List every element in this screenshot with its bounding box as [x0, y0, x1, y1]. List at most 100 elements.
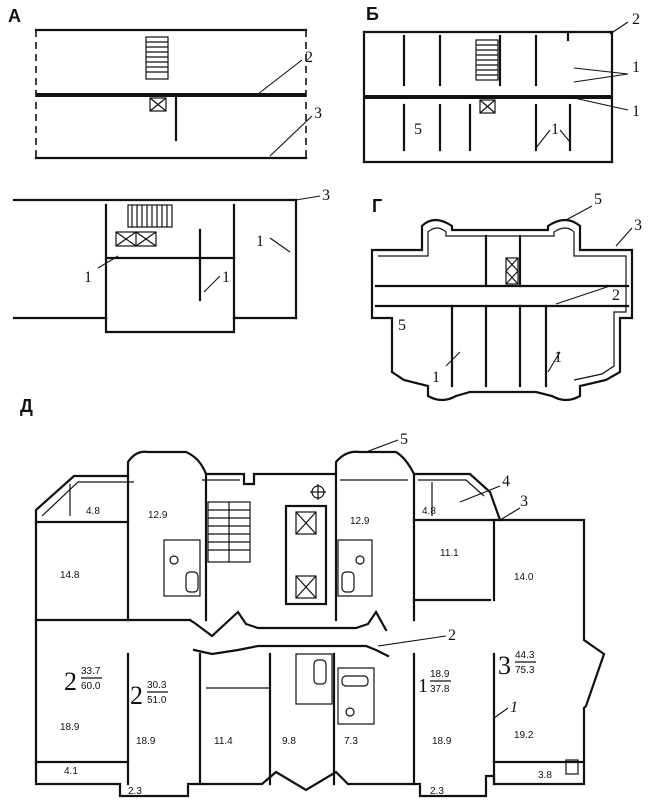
plan-d-callout-3: 3 — [520, 493, 528, 510]
plan-g-callout-2: 2 — [612, 287, 620, 304]
room-area: 19.2 — [514, 730, 534, 741]
plan-b-callout-1-lower: 1 — [551, 121, 559, 138]
apartment-total-area: 51.0 — [147, 695, 167, 706]
apartment-rooms: 2 — [64, 667, 77, 696]
room-area: 2.3 — [430, 786, 444, 797]
plan-g-callout-1-left: 1 — [432, 369, 440, 386]
apartment-rooms: 3 — [498, 651, 511, 680]
plan-g-leader-1-left — [445, 351, 461, 367]
plan-g-leader-3 — [615, 227, 633, 247]
plan-g-leader-5-top — [565, 205, 593, 221]
room-area: 4.1 — [64, 766, 78, 777]
plan-d-callout-4: 4 — [502, 473, 510, 490]
plan-b-callout-2: 2 — [632, 11, 640, 28]
apartment-rooms: 2 — [130, 681, 143, 710]
plan-d-room-areas: 4.8 12.9 12.9 4.8 14.8 11.1 14.0 18.9 18… — [60, 506, 552, 797]
plan-b-cross-walls — [402, 34, 572, 152]
room-area: 12.9 — [148, 510, 168, 521]
apartment-label-4: 3 44.3 75.3 — [498, 650, 536, 680]
plan-c: 3 1 1 1 — [12, 187, 330, 334]
plan-c-elevator-icon — [115, 231, 157, 247]
plan-b-leader-1e — [559, 129, 571, 143]
plan-d-corridor-upper — [188, 609, 388, 638]
apartment-total-area: 75.3 — [515, 665, 535, 676]
plan-g-elevator-icon — [505, 257, 519, 285]
plan-b-leader-2 — [609, 21, 629, 35]
room-area: 14.8 — [60, 570, 80, 581]
plan-d-leader-2 — [377, 635, 447, 647]
plan-c-staircase — [127, 204, 173, 228]
plan-d-leader-1 — [493, 707, 509, 719]
plan-b-leader-1d — [535, 129, 551, 149]
plan-d-leader-4 — [459, 485, 501, 503]
plan-d: Д — [20, 396, 606, 798]
plan-d-bathrooms — [163, 539, 375, 725]
plan-c-leader-1-center — [203, 275, 221, 293]
plan-c-leader-1-right — [269, 237, 291, 253]
room-area: 12.9 — [350, 516, 370, 527]
plan-g-leader-2 — [555, 285, 611, 305]
plan-g: Г 5 3 2 5 1 1 — [370, 191, 642, 402]
room-area: 2.3 — [128, 786, 142, 797]
plan-d-leader-5 — [365, 439, 399, 453]
plan-b-label: Б — [366, 4, 379, 24]
apartment-living-area: 44.3 — [515, 650, 535, 661]
plan-c-leader-3 — [295, 195, 321, 201]
plan-b-leader-1c — [573, 97, 629, 111]
apartment-living-area: 30.3 — [147, 680, 167, 691]
apartment-rooms: 1 — [418, 675, 428, 697]
apartment-total-area: 60.0 — [81, 681, 101, 692]
plan-d-elevators — [284, 504, 328, 606]
plan-b-callout-1-middle: 1 — [632, 103, 640, 120]
room-area: 3.8 — [538, 770, 552, 781]
apartment-label-3: 1 18.9 37.8 — [418, 669, 451, 697]
plan-a-staircase — [145, 36, 169, 80]
apartment-total-area: 37.8 — [430, 684, 450, 695]
room-area: 14.0 — [514, 572, 534, 583]
room-area: 9.8 — [282, 736, 296, 747]
plan-a-callout-3: 3 — [314, 105, 322, 122]
plan-a-callout-2: 2 — [305, 49, 313, 66]
apartment-living-area: 33.7 — [81, 666, 101, 677]
plan-d-crosshair-icon — [310, 484, 326, 500]
plan-b-callout-1-upper: 1 — [632, 59, 640, 76]
plan-c-callout-3: 3 — [322, 187, 330, 204]
plan-c-bottom-projection — [104, 316, 236, 334]
plan-d-label: Д — [20, 396, 33, 416]
plan-c-callout-1-center: 1 — [222, 269, 230, 286]
plan-d-balconies — [69, 482, 579, 775]
plan-g-outer-wall — [370, 218, 634, 402]
plan-d-corridor-lower — [192, 644, 390, 658]
plan-g-inner-wall — [378, 227, 627, 381]
plan-g-cross-walls — [450, 234, 548, 388]
room-area: 11.1 — [440, 548, 459, 559]
plan-a: А 2 3 — [8, 6, 322, 160]
plan-a-leader-3 — [269, 115, 313, 157]
plan-b-top-right-ledge — [566, 30, 614, 42]
plan-d-staircase — [207, 501, 251, 563]
plan-g-callout-1-right: 1 — [554, 349, 562, 366]
plan-g-callout-3: 3 — [634, 217, 642, 234]
plan-c-callout-1-left: 1 — [84, 269, 92, 286]
plan-d-outer-wall — [34, 450, 606, 798]
room-area: 18.9 — [432, 736, 452, 747]
plan-d-partitions — [34, 472, 586, 786]
room-area: 18.9 — [60, 722, 80, 733]
plan-d-callout-2: 2 — [448, 627, 456, 644]
plan-c-leader-1-left — [97, 255, 119, 269]
plan-d-leader-3 — [499, 507, 521, 521]
apartment-label-2: 2 30.3 51.0 — [130, 680, 168, 710]
plan-b-callout-5: 5 — [414, 121, 422, 138]
plan-d-inner-wall-line — [41, 479, 485, 517]
room-area: 18.9 — [136, 736, 156, 747]
plan-a-label: А — [8, 6, 21, 26]
plan-b: Б 2 1 1 5 — [362, 4, 640, 164]
plan-a-elevator-icon — [149, 97, 167, 112]
plan-b-leader-1b — [573, 73, 629, 83]
plan-b-elevator-icon — [479, 99, 496, 114]
plan-c-callout-1-right: 1 — [256, 233, 264, 250]
room-area: 4.8 — [422, 506, 436, 517]
plan-d-callout-5: 5 — [400, 431, 408, 448]
plan-b-staircase — [475, 39, 499, 81]
